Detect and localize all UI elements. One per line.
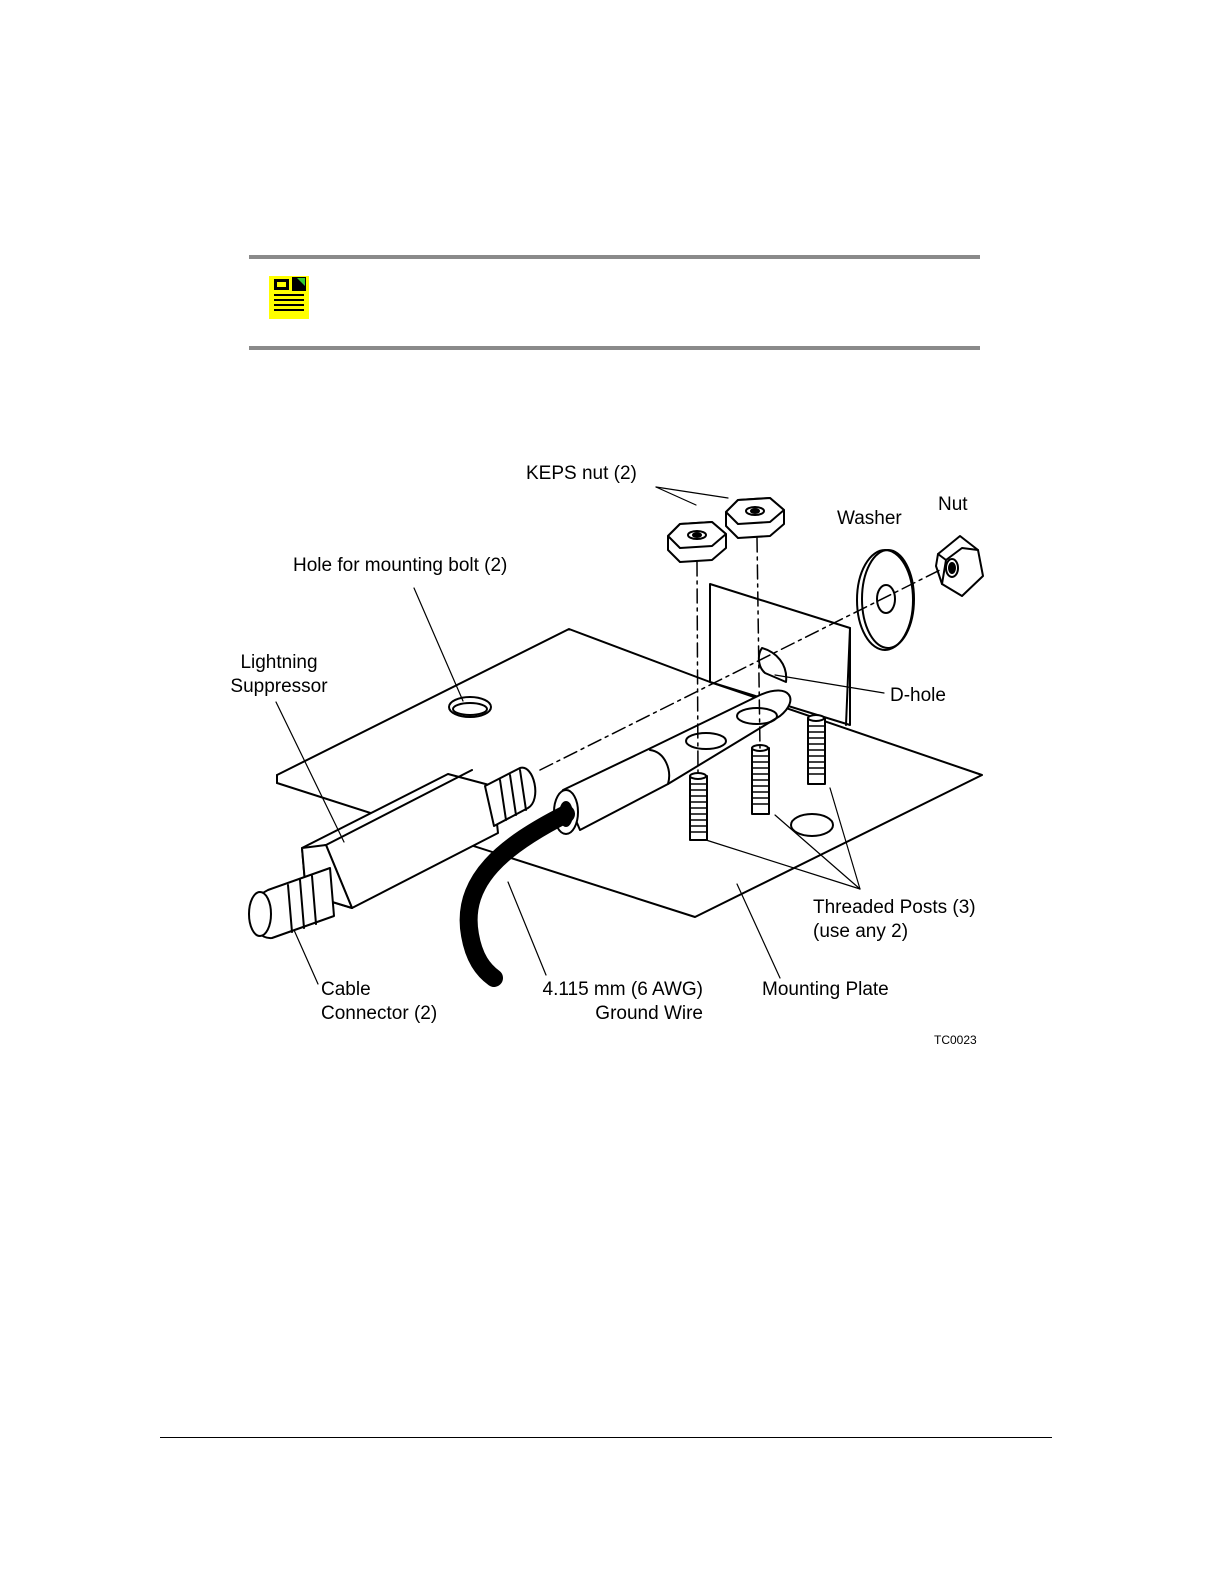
keps-nut-right: [726, 498, 784, 538]
threaded-post-1: [690, 773, 707, 840]
label-nut: Nut: [938, 493, 968, 517]
label-ground-wire-line1: 4.115 mm (6 AWG): [503, 978, 703, 1002]
label-ground-wire-line2: Ground Wire: [503, 1002, 703, 1026]
threaded-post-3: [808, 715, 825, 784]
label-threaded-posts-line2: (use any 2): [813, 920, 908, 944]
label-cable-connector-line1: Cable: [321, 978, 371, 1002]
label-keps-nut: KEPS nut (2): [526, 462, 637, 486]
figure-code: TC0023: [934, 1033, 977, 1047]
label-cable-connector-line2: Connector (2): [321, 1002, 437, 1026]
washer: [857, 550, 914, 650]
plate-hole-right: [791, 814, 833, 836]
hex-nut: [936, 536, 983, 596]
footer-rule: [160, 1437, 1052, 1438]
label-hole-mounting-bolt: Hole for mounting bolt (2): [293, 554, 507, 578]
label-lightning-suppressor-line2: Suppressor: [226, 675, 332, 699]
threaded-post-2: [752, 745, 769, 814]
label-mounting-plate: Mounting Plate: [762, 978, 889, 1002]
cable-connector-left: [249, 868, 334, 938]
keps-nut-left: [668, 522, 726, 562]
label-threaded-posts-line1: Threaded Posts (3): [813, 896, 976, 920]
label-lightning-suppressor-line1: Lightning: [226, 651, 332, 675]
label-d-hole: D-hole: [890, 684, 946, 708]
label-washer: Washer: [837, 507, 902, 531]
